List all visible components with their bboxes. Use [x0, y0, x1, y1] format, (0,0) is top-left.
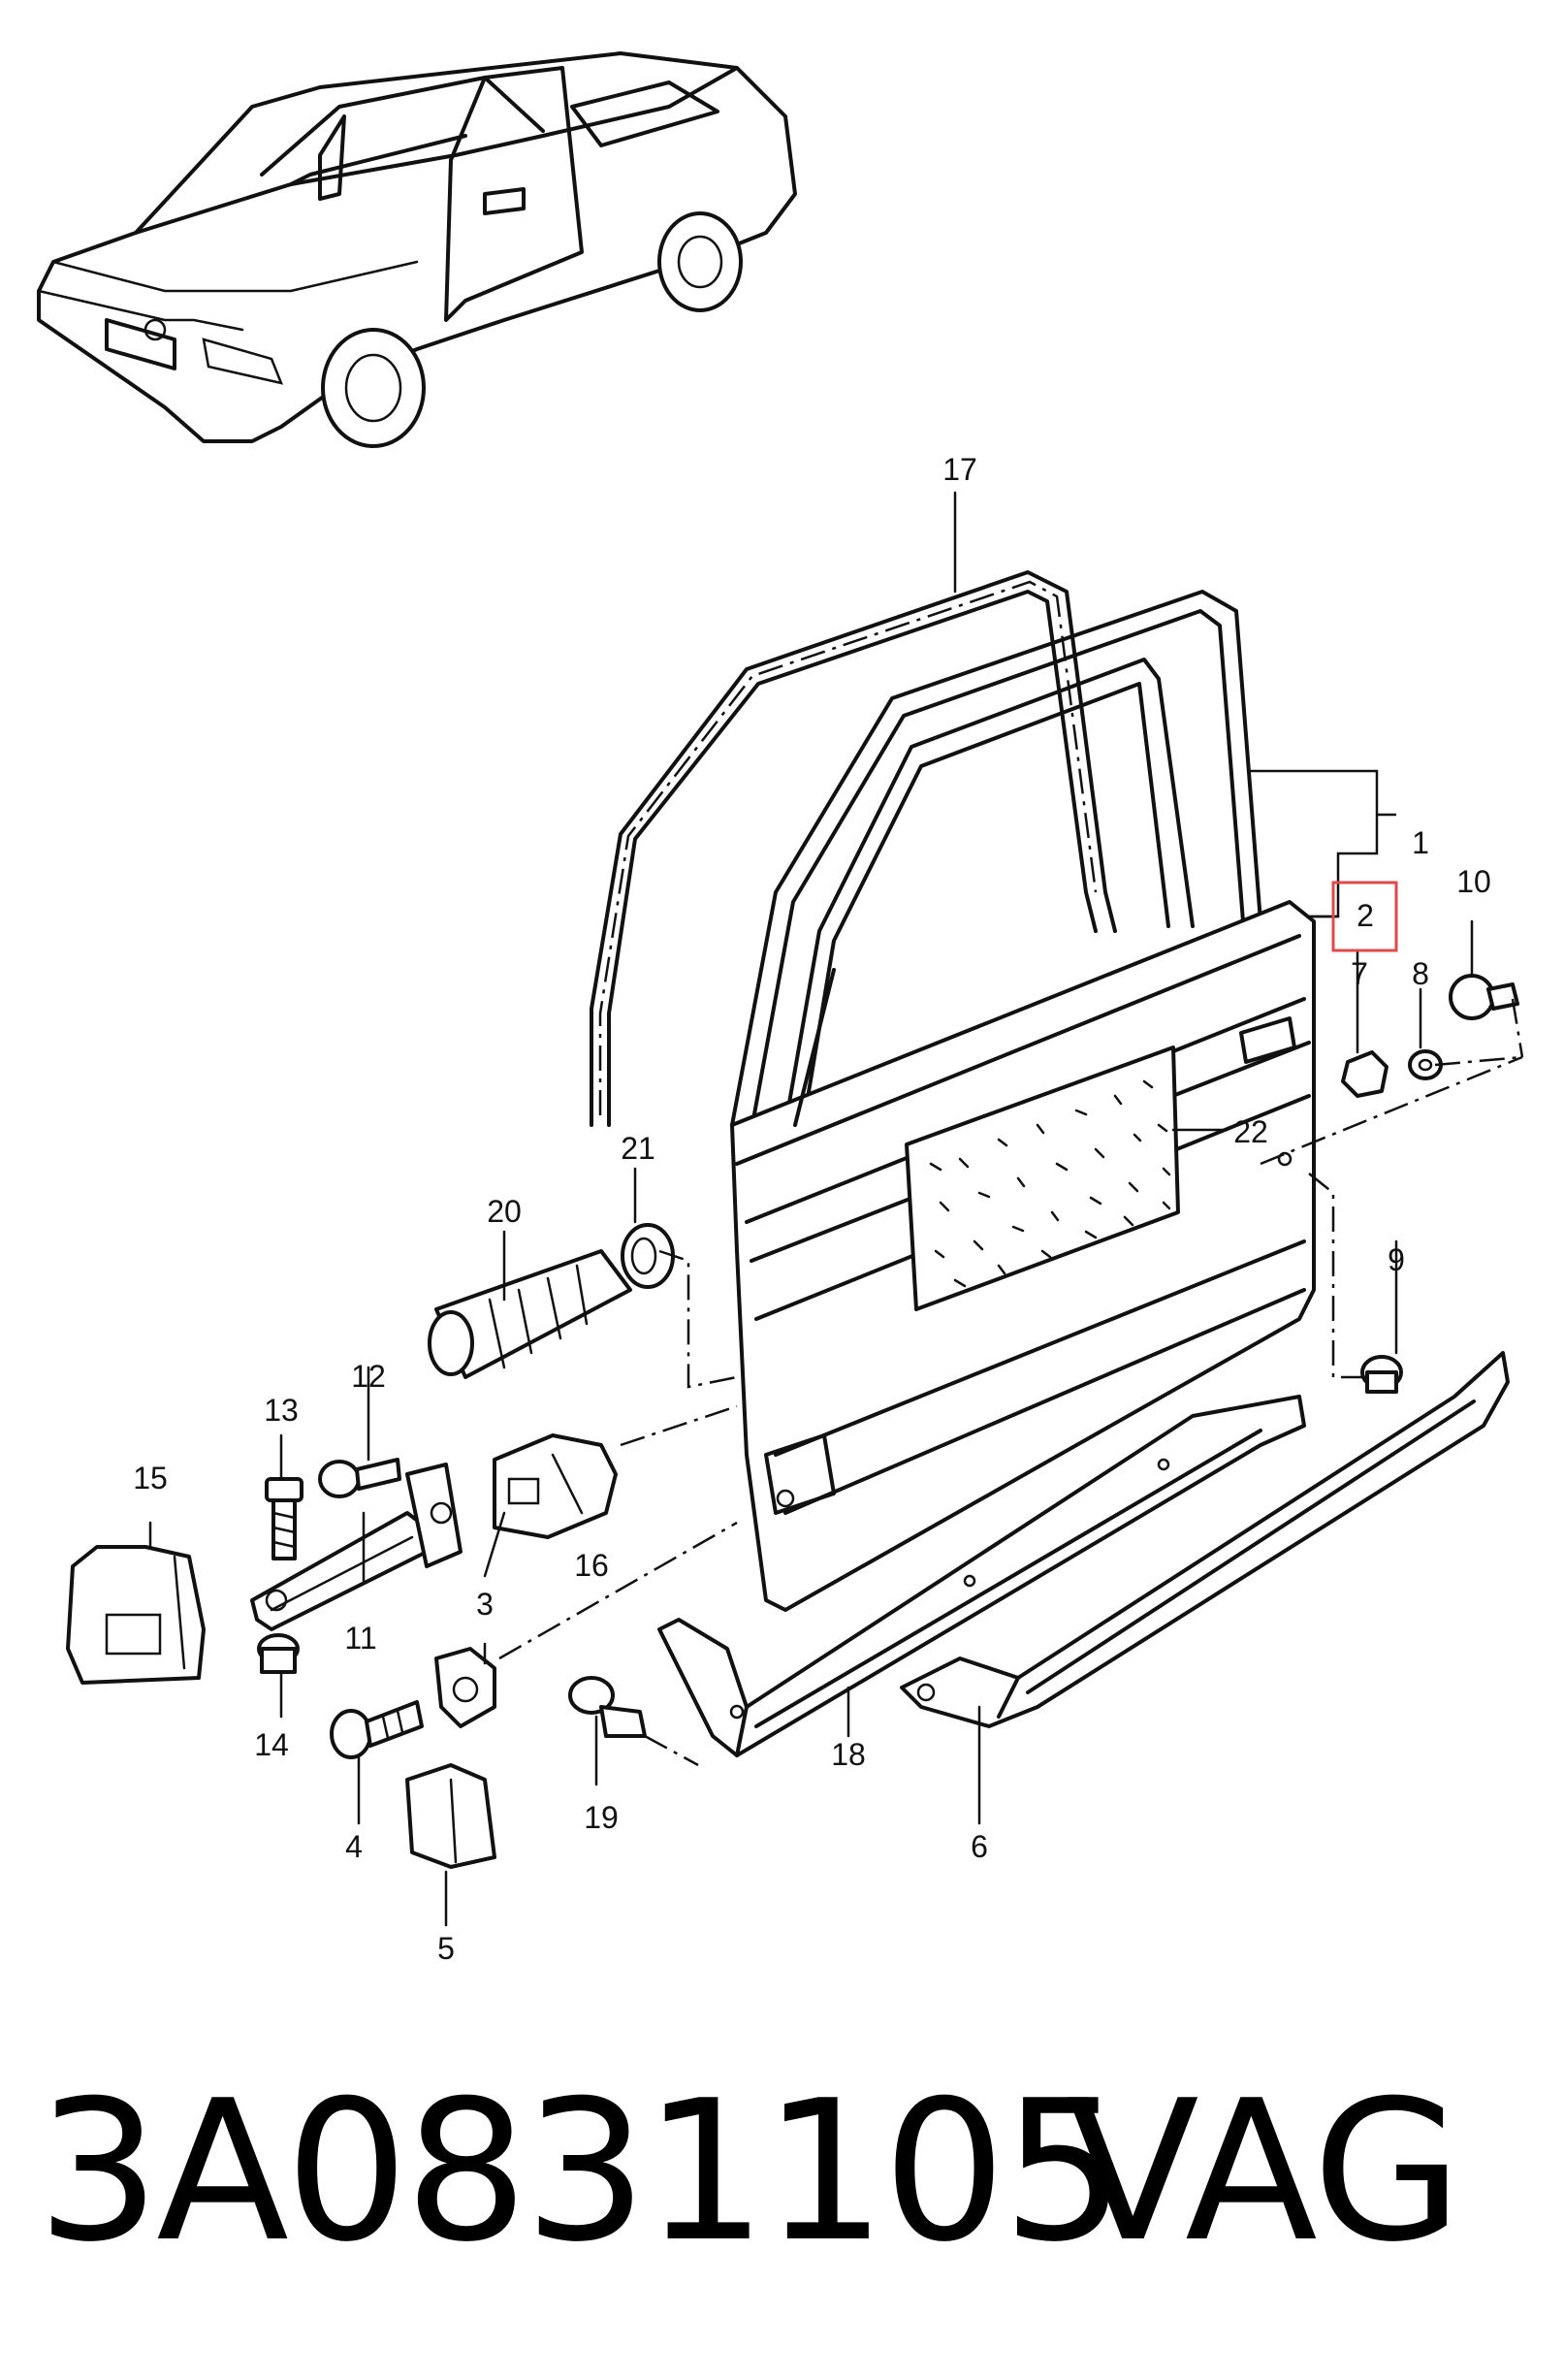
callout-20: 20 [487, 1194, 522, 1229]
callout-14: 14 [254, 1727, 289, 1762]
hinge-3 [434, 1647, 496, 1728]
door-assembly [730, 590, 1316, 1612]
bolt-4 [330, 1700, 424, 1759]
callout-21: 21 [621, 1131, 655, 1166]
callout-4: 4 [345, 1829, 363, 1864]
grommet-19 [568, 1676, 647, 1738]
clip-7 [1341, 1050, 1388, 1098]
sill-trim [657, 1395, 1306, 1757]
callout-1: 1 [1412, 825, 1429, 860]
callout-labels: 1 2 3 4 5 6 7 8 9 10 11 12 13 14 15 16 1… [133, 452, 1491, 1966]
door-seal-lower [900, 1351, 1510, 1728]
callout-10: 10 [1456, 864, 1491, 899]
callout-2: 2 [1357, 898, 1374, 933]
callout-15: 15 [133, 1461, 168, 1496]
callout-22: 22 [1233, 1114, 1268, 1149]
plug-9 [1360, 1355, 1403, 1394]
callout-17: 17 [942, 452, 977, 487]
callout-9: 9 [1388, 1242, 1405, 1277]
callout-5: 5 [437, 1931, 455, 1966]
door-seal-outer [590, 570, 1117, 1127]
bolt-12 [318, 1458, 401, 1498]
callout-8: 8 [1412, 956, 1429, 991]
car-overview-illustration [37, 51, 797, 448]
callout-12: 12 [351, 1359, 386, 1394]
callout-11: 11 [344, 1621, 376, 1656]
highlight-box [1331, 881, 1398, 952]
part-number: 3A0831105 [37, 2059, 1126, 2285]
cover-15 [66, 1545, 206, 1685]
callout-6: 6 [971, 1829, 988, 1864]
boot-20 [428, 1249, 632, 1379]
callout-19: 19 [584, 1800, 619, 1835]
callout-18: 18 [831, 1737, 866, 1772]
nut-14 [257, 1633, 300, 1674]
grommet-21 [621, 1223, 675, 1289]
screw-10 [1449, 974, 1519, 1020]
brand-label: VAG [1067, 2059, 1462, 2285]
door-check-strap [250, 1463, 463, 1631]
bolt-13 [265, 1477, 303, 1560]
hinge-5 [405, 1763, 496, 1869]
bracket-16 [493, 1433, 618, 1539]
assembly-dash-lines [498, 998, 1524, 1767]
callout-13: 13 [264, 1393, 299, 1428]
callout-3: 3 [476, 1587, 494, 1622]
callout-7: 7 [1351, 956, 1368, 991]
callout-16: 16 [574, 1548, 609, 1583]
